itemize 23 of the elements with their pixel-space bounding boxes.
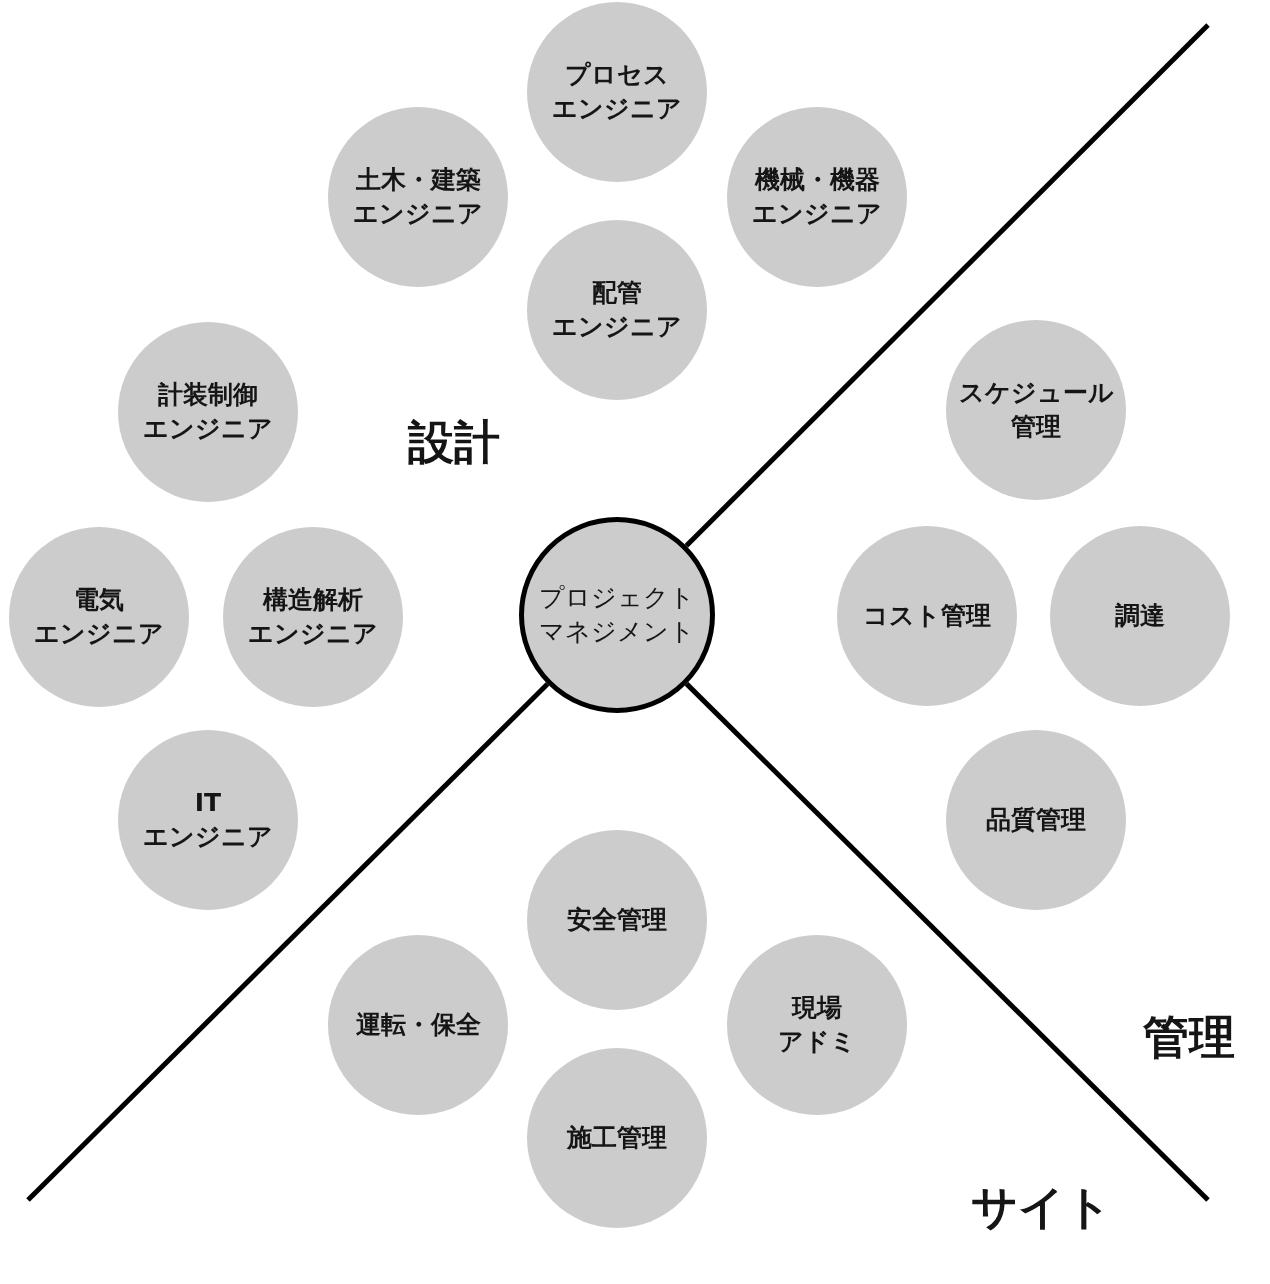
role-circle: 電気エンジニア: [9, 527, 189, 707]
role-circle: 品質管理: [946, 730, 1126, 910]
hub-circle: プロジェクトマネジメント: [519, 517, 715, 713]
role-circle: 調達: [1050, 526, 1230, 706]
role-circle: 計装制御エンジニア: [118, 322, 298, 502]
role-circle: プロセスエンジニア: [527, 2, 707, 182]
role-circle: 運転・保全: [328, 935, 508, 1115]
role-circle: ITエンジニア: [118, 730, 298, 910]
divider-line: [684, 23, 1210, 548]
role-circle: 施工管理: [527, 1048, 707, 1228]
role-circle: 構造解析エンジニア: [223, 527, 403, 707]
role-circle: 現場アドミ: [727, 935, 907, 1115]
divider-line: [684, 682, 1210, 1202]
section-label: サイト: [970, 1184, 1112, 1230]
role-circle: コスト管理: [837, 526, 1017, 706]
section-label: 管理: [1143, 1014, 1235, 1060]
divider-line: [26, 682, 550, 1202]
role-circle: スケジュール管理: [946, 320, 1126, 500]
role-circle: 安全管理: [527, 830, 707, 1010]
section-label: 設計: [408, 419, 500, 465]
role-circle: 土木・建築エンジニア: [328, 107, 508, 287]
role-circle: 配管エンジニア: [527, 220, 707, 400]
role-circle: 機械・機器エンジニア: [727, 107, 907, 287]
